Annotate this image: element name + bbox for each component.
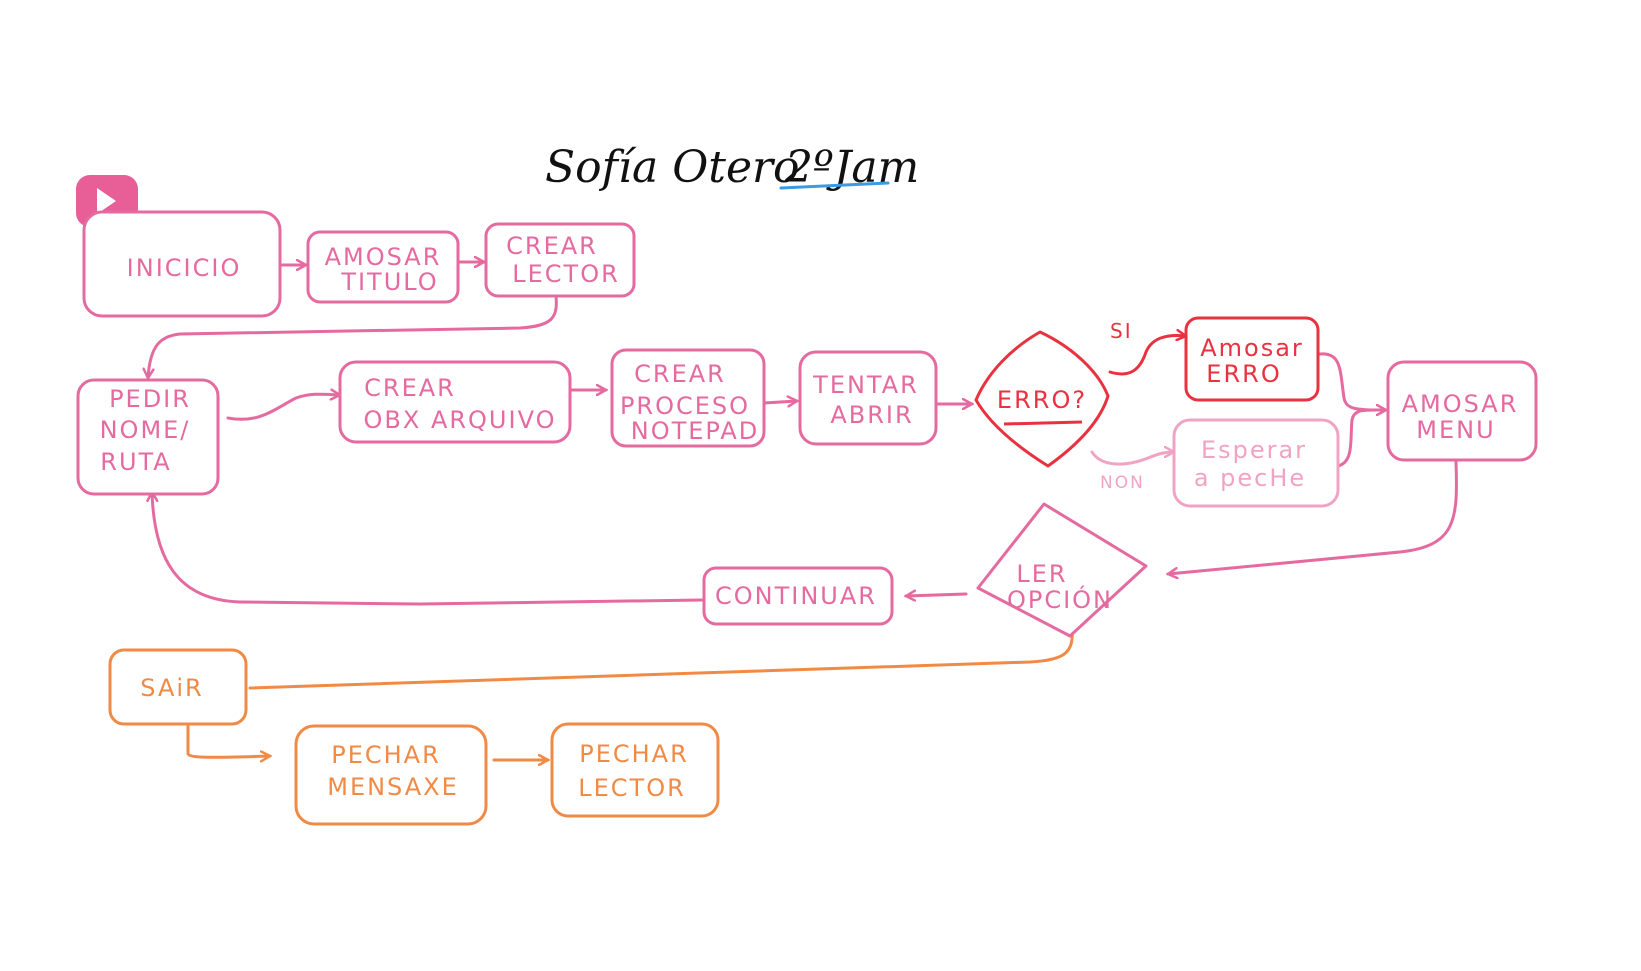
edge-sair-pechar-mensaxe	[186, 724, 270, 757]
node-crear-proceso-notepad[interactable]: CREAR PROCESO NOTEPAD	[610, 348, 766, 448]
edge-ler-opcion-continuar	[906, 594, 968, 596]
node-amosar-titulo-line-1: AMOSAR	[325, 243, 442, 271]
node-crear-lector[interactable]: CREAR LECTOR	[484, 222, 636, 298]
node-inicio-label: INICICIO	[127, 254, 242, 282]
node-amosar-erro-line-2: ERRO	[1206, 360, 1281, 388]
node-amosar-menu-line-1: AMOSAR	[1402, 390, 1519, 418]
node-sair[interactable]: SAiR	[108, 648, 248, 726]
node-tentar-abrir-line-2: ABRIR	[830, 401, 913, 429]
node-crear-obx-arquivo[interactable]: CREAR OBX ARQUIVO	[338, 360, 572, 444]
node-erro-diamond	[974, 330, 1110, 468]
node-amosar-erro[interactable]: Amosar ERRO	[1184, 316, 1320, 402]
node-ler-opcion-decision[interactable]: LER OPCIÓN	[976, 502, 1148, 638]
node-erro-decision[interactable]: ERRO?	[974, 330, 1110, 468]
node-amosar-erro-line-1: Amosar	[1200, 334, 1304, 362]
title-name: Sofía Otero	[545, 142, 800, 193]
node-pechar-mensaxe-box	[294, 724, 488, 826]
node-ler-opcion-line-2: OPCIÓN	[1007, 584, 1113, 614]
edge-esperar-amosar-menu	[1336, 408, 1378, 468]
node-crear-proceso-line-3: NOTEPAD	[631, 417, 760, 445]
node-pechar-lector[interactable]: PECHAR LECTOR	[550, 722, 720, 818]
node-pedir-nome-ruta[interactable]: PEDIR NOME/ RUTA	[76, 378, 220, 496]
node-crear-lector-box	[484, 222, 636, 298]
diagram-title: Sofía Otero 2ºJam	[545, 142, 919, 193]
node-tentar-abrir-box	[798, 350, 938, 446]
node-amosar-menu-line-2: MENU	[1416, 416, 1495, 444]
node-esperar-box	[1172, 418, 1340, 508]
edge-ler-opcion-sair	[248, 626, 1074, 690]
node-pedir-line-1: PEDIR	[109, 385, 191, 413]
edge-crear-proceso-tentar-abrir	[762, 401, 797, 403]
node-amosar-titulo[interactable]: AMOSAR TITULO	[306, 230, 460, 304]
node-tentar-abrir[interactable]: TENTAR ABRIR	[798, 350, 938, 446]
node-ler-opcion-diamond	[976, 502, 1148, 638]
node-pechar-mensaxe[interactable]: PECHAR MENSAXE	[294, 724, 488, 826]
node-crear-proceso-line-2: PROCESO	[620, 392, 750, 420]
node-inicio[interactable]: INICICIO	[82, 210, 282, 318]
node-crear-obx-line-2: OBX ARQUIVO	[364, 406, 557, 434]
node-esperar-line-1: Esperar	[1201, 436, 1307, 464]
node-pechar-mensaxe-line-1: PECHAR	[331, 741, 441, 769]
node-amosar-erro-box	[1184, 316, 1320, 402]
node-amosar-menu[interactable]: AMOSAR MENU	[1386, 360, 1538, 462]
edge-pedir-crear-obx	[226, 394, 340, 421]
edge-amosar-erro-amosar-menu	[1318, 352, 1386, 410]
edge-continuar-pedir	[152, 492, 704, 606]
node-continuar-label: CONTINUAR	[715, 582, 877, 610]
edge-erro-amosar-erro	[1108, 336, 1186, 376]
node-pechar-mensaxe-line-2: MENSAXE	[327, 773, 459, 801]
node-crear-obx-line-1: CREAR	[364, 374, 456, 402]
node-crear-obx-box	[338, 360, 572, 444]
edge-label-non: NON	[1100, 473, 1145, 493]
edge-crear-lector-pedir	[148, 294, 558, 378]
title-underline	[779, 181, 890, 190]
node-pedir-line-3: RUTA	[100, 448, 171, 476]
edge-label-si: SI	[1110, 319, 1133, 343]
node-esperar-line-2: a pecHe	[1194, 464, 1306, 492]
node-crear-lector-line-1: CREAR	[506, 232, 598, 260]
node-sair-box	[108, 648, 248, 726]
node-sair-label: SAiR	[140, 674, 203, 702]
node-ler-opcion-line-1: LER	[1016, 560, 1067, 588]
node-continuar-box	[702, 566, 894, 626]
edges	[148, 262, 1458, 760]
node-amosar-titulo-line-2: TITULO	[340, 268, 438, 296]
node-pechar-lector-line-2: LECTOR	[578, 774, 686, 802]
node-pedir-box	[76, 378, 220, 496]
node-pedir-line-2: NOME/	[100, 416, 191, 444]
play-icon	[97, 188, 116, 214]
node-esperar-a-peche[interactable]: Esperar a pecHe	[1172, 418, 1340, 508]
node-pechar-lector-box	[550, 722, 720, 818]
node-crear-proceso-box	[610, 348, 766, 448]
node-amosar-titulo-box	[306, 230, 460, 304]
node-pechar-lector-line-1: PECHAR	[579, 740, 689, 768]
node-tentar-abrir-line-1: TENTAR	[812, 371, 919, 399]
node-crear-lector-line-2: LECTOR	[512, 260, 620, 288]
node-inicio-box	[82, 210, 282, 318]
node-erro-label: ERRO?	[997, 386, 1087, 414]
edge-amosar-menu-ler-opcion	[1168, 460, 1458, 574]
edge-erro-esperar	[1090, 452, 1174, 466]
node-erro-underline	[1003, 420, 1083, 426]
node-continuar[interactable]: CONTINUAR	[702, 566, 894, 626]
node-crear-proceso-line-1: CREAR	[634, 360, 726, 388]
node-amosar-menu-box	[1386, 360, 1538, 462]
